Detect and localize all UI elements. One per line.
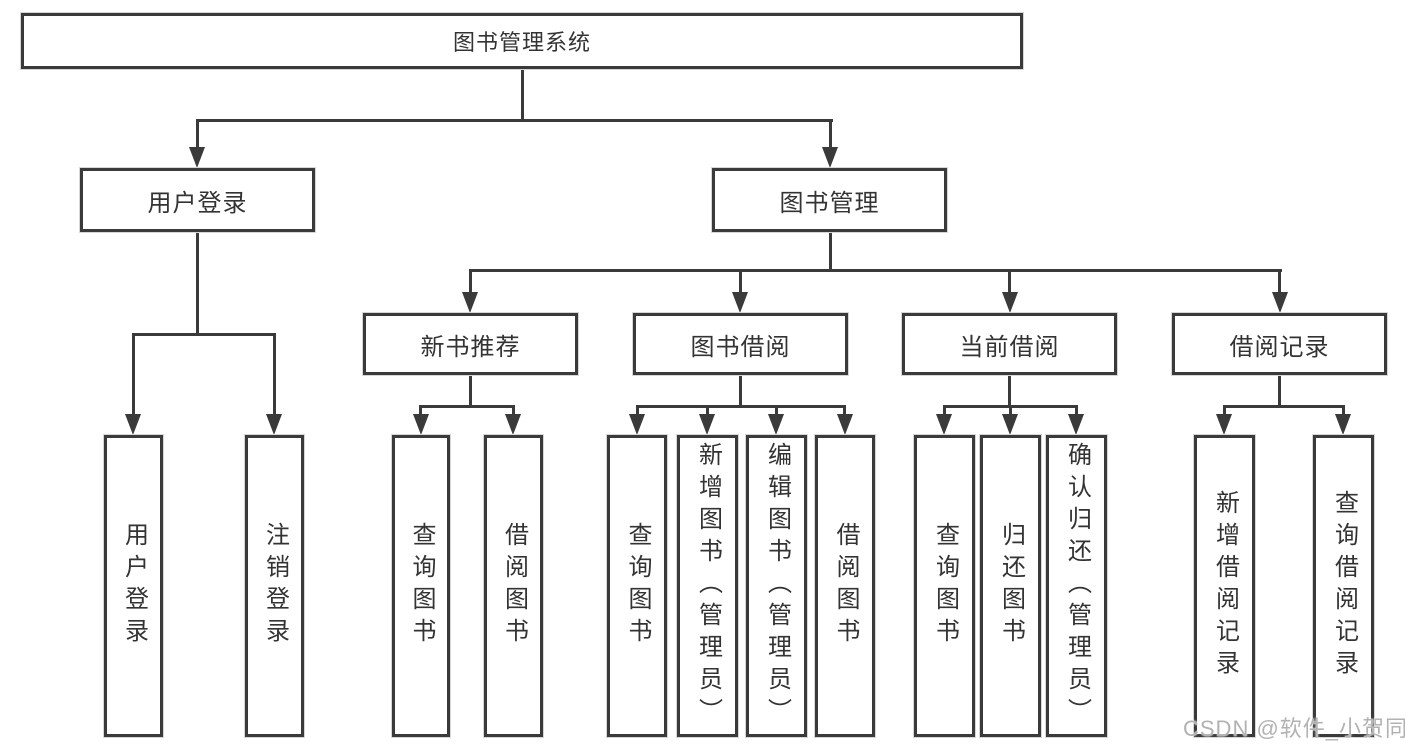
edge-drop-leaf xyxy=(512,405,515,417)
edge-user-login-distribution xyxy=(132,333,276,336)
arrow-down-icon xyxy=(1335,414,1351,435)
node-book-management: 图书管理 xyxy=(712,168,947,232)
arrow-down-icon xyxy=(462,292,478,313)
leaf-query-books-current: 查询图书 xyxy=(914,435,975,737)
leaf-user-login-label: 用户登录 xyxy=(120,522,148,650)
leaf-logout-label: 注销登录 xyxy=(261,522,289,650)
node-new-book-recommend-label: 新书推荐 xyxy=(420,333,521,361)
edge-borrowing-records-stub xyxy=(1278,375,1281,408)
edge-user-login-stub xyxy=(196,232,199,336)
edge-drop-leaf xyxy=(1342,405,1345,417)
edge-new-book-recommend-distribution xyxy=(420,405,514,408)
edge-drop-borrowing-records xyxy=(1278,269,1281,295)
leaf-add-borrow-record-label: 新增借阅记录 xyxy=(1211,490,1239,682)
leaf-return-books-label: 归还图书 xyxy=(997,522,1025,650)
arrow-down-icon xyxy=(266,414,282,435)
node-book-management-system-label: 图书管理系统 xyxy=(452,30,591,55)
leaf-logout: 注销登录 xyxy=(245,435,304,737)
leaf-confirm-return-admin-label: 确认归还（管理员） xyxy=(1063,442,1091,730)
arrow-down-icon xyxy=(768,414,784,435)
edge-root-distribution xyxy=(196,119,833,122)
leaf-borrow-books-borrowing-label: 借阅图书 xyxy=(832,522,859,650)
csdn-watermark: CSDN @软件_小贺同学 xyxy=(1183,716,1405,741)
leaf-query-books-borrowing: 查询图书 xyxy=(607,435,667,737)
leaf-add-borrow-record: 新增借阅记录 xyxy=(1194,435,1255,737)
arrow-down-icon xyxy=(1272,292,1288,313)
node-borrowing-records-label: 借阅记录 xyxy=(1229,333,1330,361)
node-book-management-system: 图书管理系统 xyxy=(21,13,1023,69)
edge-drop-book-borrowing xyxy=(739,269,742,295)
node-borrowing-records: 借阅记录 xyxy=(1172,313,1387,375)
leaf-query-books-recommend: 查询图书 xyxy=(392,435,450,737)
leaf-query-borrow-record: 查询借阅记录 xyxy=(1313,435,1374,737)
edge-current-borrowing-stub xyxy=(1008,375,1011,408)
edge-drop-leaf xyxy=(943,405,946,417)
leaf-add-books-admin: 新增图书（管理员） xyxy=(677,435,738,737)
leaf-borrow-books-borrowing: 借阅图书 xyxy=(815,435,875,737)
arrow-down-icon xyxy=(1068,414,1084,435)
leaf-query-borrow-record-label: 查询借阅记录 xyxy=(1330,490,1358,682)
leaf-edit-books-admin: 编辑图书（管理员） xyxy=(746,435,807,737)
node-user-login: 用户登录 xyxy=(80,168,315,232)
arrow-down-icon xyxy=(629,414,645,435)
edge-root-trunk xyxy=(521,69,524,120)
node-current-borrowing-label: 当前借阅 xyxy=(959,333,1060,361)
edge-drop-leaf xyxy=(1075,405,1078,417)
edge-drop-user-login xyxy=(196,119,199,150)
arrow-down-icon xyxy=(1216,414,1232,435)
node-current-borrowing: 当前借阅 xyxy=(902,313,1117,375)
arrow-down-icon xyxy=(699,414,715,435)
leaf-return-books: 归还图书 xyxy=(980,435,1041,737)
edge-new-book-recommend-stub xyxy=(469,375,472,408)
arrow-down-icon xyxy=(837,414,853,435)
arrow-down-icon xyxy=(822,147,838,168)
edge-book-management-stub xyxy=(829,232,832,272)
edge-drop-leaf xyxy=(419,405,422,417)
leaf-add-books-admin-label: 新增图书（管理员） xyxy=(694,442,722,730)
edge-drop-new-book-recommend xyxy=(469,269,472,295)
edge-drop-leaf xyxy=(706,405,709,417)
edge-drop-book-management xyxy=(829,119,832,150)
node-book-management-label: 图书管理 xyxy=(779,189,880,217)
edge-drop-leaf-logout xyxy=(273,333,276,417)
edge-borrowing-records-distribution xyxy=(1223,405,1345,408)
edge-drop-leaf-user-login xyxy=(132,333,135,417)
node-new-book-recommend: 新书推荐 xyxy=(363,313,578,375)
arrow-down-icon xyxy=(413,414,429,435)
arrow-down-icon xyxy=(936,414,952,435)
edge-drop-current-borrowing xyxy=(1008,269,1011,295)
edge-book-management-distribution xyxy=(469,269,1282,272)
leaf-confirm-return-admin: 确认归还（管理员） xyxy=(1046,435,1107,737)
arrow-down-icon xyxy=(505,414,521,435)
node-book-borrowing: 图书借阅 xyxy=(633,313,848,375)
node-user-login-label: 用户登录 xyxy=(147,189,248,217)
arrow-down-icon xyxy=(125,414,141,435)
edge-book-borrowing-stub xyxy=(739,375,742,408)
arrow-down-icon xyxy=(732,292,748,313)
edge-drop-leaf xyxy=(1223,405,1226,417)
arrow-down-icon xyxy=(189,147,205,168)
leaf-query-books-borrowing-label: 查询图书 xyxy=(624,522,651,650)
leaf-query-books-recommend-label: 查询图书 xyxy=(408,522,435,650)
edge-drop-leaf xyxy=(1009,405,1012,417)
leaf-user-login: 用户登录 xyxy=(104,435,163,737)
leaf-borrow-books-recommend-label: 借阅图书 xyxy=(500,522,528,650)
edge-drop-leaf xyxy=(843,405,846,417)
leaf-edit-books-admin-label: 编辑图书（管理员） xyxy=(763,442,791,730)
leaf-query-books-current-label: 查询图书 xyxy=(931,522,959,650)
arrow-down-icon xyxy=(1002,414,1018,435)
edge-book-borrowing-distribution xyxy=(636,405,845,408)
edge-drop-leaf xyxy=(775,405,778,417)
leaf-borrow-books-recommend: 借阅图书 xyxy=(484,435,543,737)
arrow-down-icon xyxy=(1002,292,1018,313)
edge-drop-leaf xyxy=(636,405,639,417)
node-book-borrowing-label: 图书借阅 xyxy=(690,333,791,361)
